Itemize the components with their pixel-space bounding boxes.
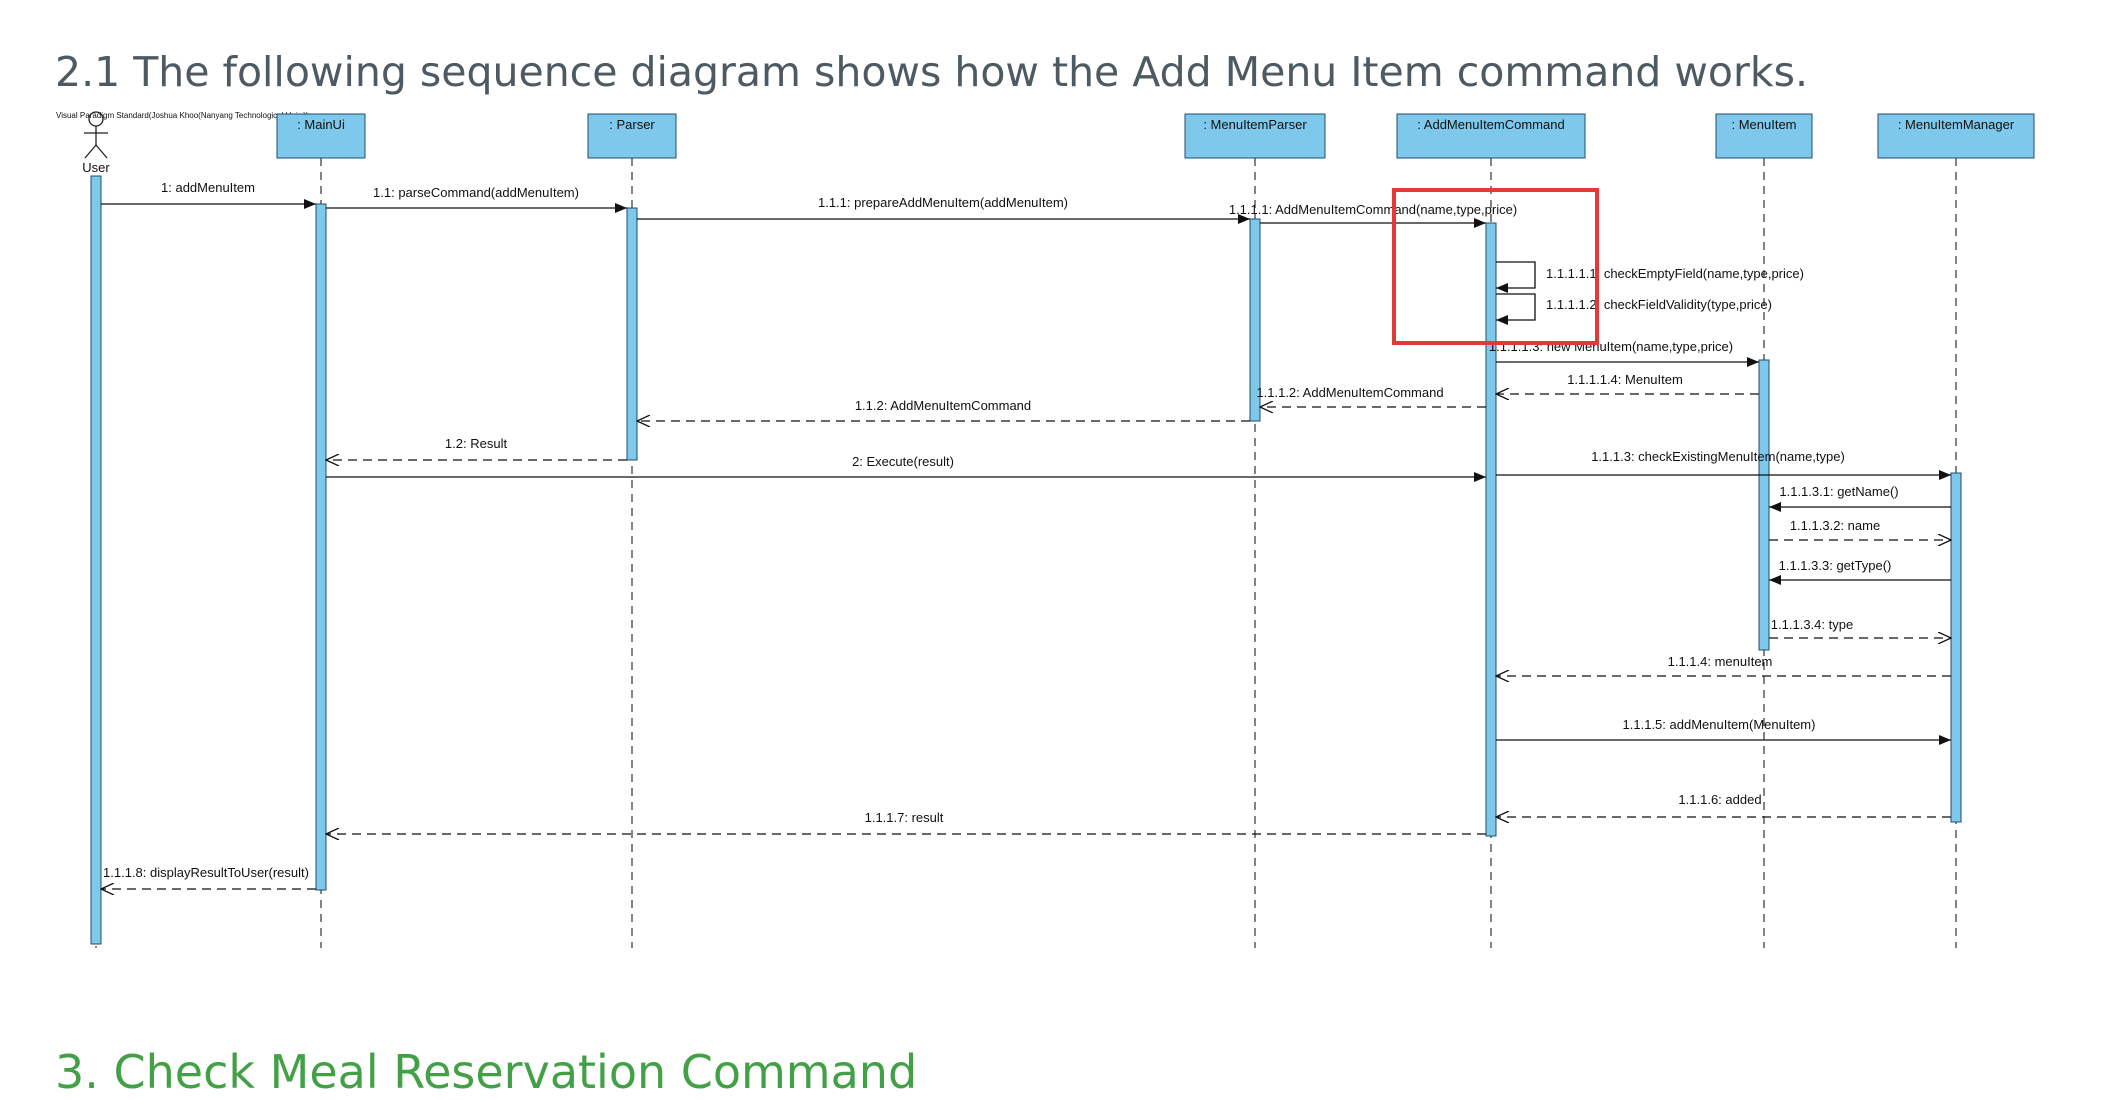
lifeline-box — [1396, 113, 1586, 159]
message-2: 1.1: parseCommand(addMenuItem) — [326, 185, 627, 213]
message-label: 1.1.1.3.2: name — [1790, 518, 1880, 533]
message-label: 1.1.1.3.1: getName() — [1779, 484, 1898, 499]
activation-bar-menuitemparser — [1249, 218, 1261, 422]
lifeline-label: : MenuItemManager — [1898, 117, 2015, 132]
lifeline-box — [587, 113, 677, 159]
message-label: 1.1.1.7: result — [865, 810, 944, 825]
message-label: 1.1.2: AddMenuItemCommand — [855, 398, 1031, 413]
message-label: 2: Execute(result) — [852, 454, 954, 469]
message-label: 1.1.1.5: addMenuItem(MenuItem) — [1623, 717, 1816, 732]
lifeline-menuitem: : MenuItem — [1715, 113, 1813, 159]
lifeline-label: : MainUi — [297, 117, 345, 132]
message-label: 1.2: Result — [445, 436, 508, 451]
message-1: 1: addMenuItem — [101, 180, 316, 209]
message-arrow — [1496, 261, 1536, 293]
lifeline-mainui: : MainUi — [276, 113, 366, 159]
lifeline-menuitemparser: : MenuItemParser — [1184, 113, 1326, 159]
message-label: 1.1: parseCommand(addMenuItem) — [373, 185, 579, 200]
message-arrow — [1496, 293, 1536, 325]
message-22: 1.1.1.8: displayResultToUser(result) — [101, 865, 316, 889]
activation-bar-menuitem — [1758, 359, 1770, 651]
next-section-heading: 3. Check Meal Reservation Command — [55, 1045, 918, 1099]
message-label: 1.1.1.8: displayResultToUser(result) — [103, 865, 309, 880]
lifeline-label: : MenuItemParser — [1203, 117, 1307, 132]
message-19: 1.1.1.5: addMenuItem(MenuItem) — [1496, 717, 1951, 745]
message-13: 1.1.1.3: checkExistingMenuItem(name,type… — [1496, 449, 1951, 480]
message-label: 1.1.1: prepareAddMenuItem(addMenuItem) — [818, 195, 1068, 210]
message-14: 1.1.1.3.1: getName() — [1769, 484, 1951, 512]
message-3: 1.1.1: prepareAddMenuItem(addMenuItem) — [637, 195, 1250, 224]
message-label: 1.1.1.1.4: MenuItem — [1567, 372, 1683, 387]
lifeline-label: : AddMenuItemCommand — [1417, 117, 1564, 132]
message-9: 1.1.1.2: AddMenuItemCommand — [1256, 385, 1486, 407]
message-20: 1.1.1.6: added — [1496, 792, 1951, 817]
message-label: 1.1.1.1: AddMenuItemCommand(name,type,pr… — [1229, 202, 1517, 217]
user-actor: User — [82, 111, 110, 175]
message-17: 1.1.1.3.4: type — [1769, 617, 1951, 638]
highlight-box — [1392, 188, 1599, 345]
section-heading: 2.1 The following sequence diagram shows… — [55, 48, 1808, 96]
lifeline-menuitemmanager: : MenuItemManager — [1877, 113, 2035, 159]
lifeline-label: : MenuItem — [1731, 117, 1796, 132]
lifeline-box — [1877, 113, 2035, 159]
message-5-self: 1.1.1.1.1: checkEmptyField(name,type,pri… — [1496, 261, 1804, 293]
message-label: 1.1.1.1.2: checkFieldValidity(type,price… — [1546, 297, 1772, 312]
activation-bar-mainui — [315, 203, 327, 891]
watermark-text: Visual Paradigm Standard(Joshua Khoo(Nan… — [56, 111, 309, 120]
message-18: 1.1.1.4: menuItem — [1496, 654, 1951, 676]
message-12: 2: Execute(result) — [326, 454, 1486, 482]
message-8: 1.1.1.1.4: MenuItem — [1496, 372, 1759, 394]
message-4: 1.1.1.1: AddMenuItemCommand(name,type,pr… — [1229, 202, 1517, 228]
sequence-diagram: Visual Paradigm Standard(Joshua Khoo(Nan… — [56, 111, 2035, 948]
message-10: 1.1.2: AddMenuItemCommand — [637, 398, 1250, 421]
message-6-self: 1.1.1.1.2: checkFieldValidity(type,price… — [1496, 293, 1772, 325]
lifeline-parser: : Parser — [587, 113, 677, 159]
message-label: 1.1.1.4: menuItem — [1668, 654, 1773, 669]
message-21: 1.1.1.7: result — [326, 810, 1486, 834]
message-label: 1.1.1.6: added — [1678, 792, 1761, 807]
message-11: 1.2: Result — [326, 436, 627, 460]
message-15: 1.1.1.3.2: name — [1769, 518, 1951, 540]
message-label: 1.1.1.3.4: type — [1771, 617, 1853, 632]
activation-bar-addmenuitemcommand — [1485, 222, 1497, 837]
message-label: 1.1.1.3: checkExistingMenuItem(name,type… — [1591, 449, 1845, 464]
lifeline-label: : Parser — [609, 117, 655, 132]
message-label: 1: addMenuItem — [161, 180, 255, 195]
message-label: 1.1.1.1.1: checkEmptyField(name,type,pri… — [1546, 266, 1804, 281]
message-label: 1.1.1.2: AddMenuItemCommand — [1256, 385, 1443, 400]
activation-bar-menuitemmanager — [1950, 472, 1962, 823]
message-16: 1.1.1.3.3: getType() — [1769, 558, 1951, 585]
user-actor-icon — [84, 111, 108, 159]
lifeline-box — [276, 113, 366, 159]
lifeline-addmenuitemcommand: : AddMenuItemCommand — [1396, 113, 1586, 159]
activation-bar-parser — [626, 207, 638, 461]
message-label: 1.1.1.3.3: getType() — [1779, 558, 1892, 573]
user-actor-label: User — [82, 160, 110, 175]
activation-bar-user — [90, 175, 102, 945]
